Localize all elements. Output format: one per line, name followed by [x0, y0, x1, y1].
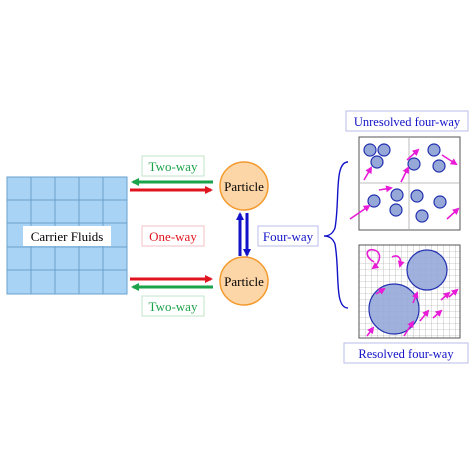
small-particles — [363, 143, 447, 223]
four-way-box — [257, 225, 319, 247]
unresolved-title: Unresolved four-way — [354, 115, 461, 129]
four-way-label: Four-way — [263, 229, 314, 244]
particle-bottom: Particle — [219, 256, 269, 306]
carrier-label: Carrier Fluids — [31, 229, 104, 244]
top-coupling-arrows — [130, 178, 213, 194]
particle-top: Particle — [219, 161, 269, 211]
unresolved-velocity-arrows — [349, 148, 460, 220]
two-way-top-label: Two-way — [149, 159, 198, 174]
resolved-particle-large — [368, 283, 420, 335]
unresolved-title-box — [345, 110, 469, 132]
two-way-bottom-box — [141, 295, 205, 317]
two-way-bottom-label: Two-way — [149, 299, 198, 314]
curly-brace — [323, 161, 349, 309]
resolved-velocity-arrows — [366, 248, 459, 337]
one-way-box — [141, 225, 205, 247]
carrier-label-box — [23, 226, 111, 246]
unresolved-panel — [349, 136, 461, 231]
two-way-top-box — [141, 155, 205, 177]
particle-bottom-label: Particle — [224, 274, 264, 289]
carrier-fluids-block: Carrier Fluids — [6, 176, 128, 295]
particle-top-label: Particle — [224, 179, 264, 194]
bottom-coupling-arrows — [130, 275, 213, 291]
resolved-particle-small — [406, 249, 448, 291]
one-way-label: One-way — [149, 229, 197, 244]
resolved-title: Resolved four-way — [358, 347, 454, 361]
resolved-title-box — [343, 342, 469, 364]
resolved-panel — [358, 244, 461, 339]
